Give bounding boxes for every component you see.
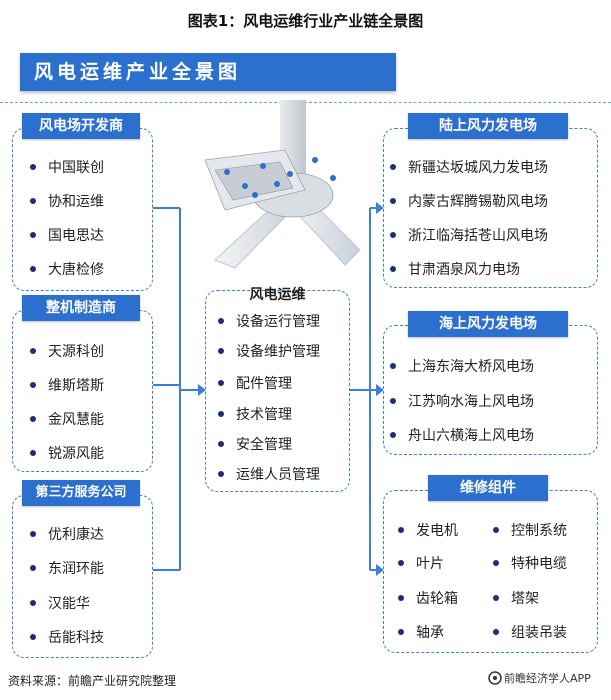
bullet-dot <box>390 398 396 404</box>
list-item: 安全管理 <box>218 434 292 454</box>
watermark-icon <box>488 671 502 685</box>
right-group-onshore <box>383 128 598 288</box>
bullet-dot <box>30 348 36 354</box>
list-item: 设备运行管理 <box>218 311 320 331</box>
list-item: 甘肃酒泉风力电场 <box>390 259 520 279</box>
bullet-dot <box>30 450 36 456</box>
bullet-dot <box>390 432 396 438</box>
list-item: 天源科创 <box>30 341 104 361</box>
bullet-dot <box>218 380 224 386</box>
bullet-dot <box>398 560 404 566</box>
list-item: 浙江临海括苍山风电场 <box>390 225 548 245</box>
left-group-developers <box>12 128 153 291</box>
list-item: 控制系统 <box>493 520 567 540</box>
bullet-dot <box>390 363 396 369</box>
left-group-third-party <box>12 495 153 658</box>
list-item: 发电机 <box>398 520 458 540</box>
list-item: 内蒙古辉腾锡勒风电场 <box>390 191 548 211</box>
bullet-dot <box>30 531 36 537</box>
list-item: 维斯塔斯 <box>30 375 104 395</box>
bullet-dot <box>493 527 499 533</box>
bullet-dot <box>30 198 36 204</box>
bullet-dot <box>218 348 224 354</box>
left-group-1-header: 风电场开发商 <box>22 113 140 139</box>
bullet-dot <box>398 595 404 601</box>
wind-turbine-illustration <box>204 100 361 269</box>
arrowhead-right-3 <box>376 564 384 576</box>
list-item: 技术管理 <box>218 404 292 424</box>
list-item: 上海东海大桥风电场 <box>390 356 534 376</box>
bullet-dot <box>398 629 404 635</box>
left-group-3-header: 第三方服务公司 <box>22 480 140 506</box>
list-item: 齿轮箱 <box>398 588 458 608</box>
right-group-offshore <box>383 325 598 455</box>
list-item: 中国联创 <box>30 157 104 177</box>
bullet-dot <box>493 629 499 635</box>
source-note: 资料来源：前瞻产业研究院整理 <box>8 674 177 688</box>
bullet-dot <box>390 266 396 272</box>
bullet-dot <box>30 382 36 388</box>
list-item: 东润环能 <box>30 558 104 578</box>
bullet-dot <box>30 232 36 238</box>
watermark-logo: 前瞻经济学人APP <box>488 670 591 686</box>
list-item: 大唐检修 <box>30 259 104 279</box>
left-group-manufacturers <box>12 310 153 472</box>
bullet-dot <box>390 232 396 238</box>
center-title: 风电运维 <box>249 287 306 303</box>
list-item: 舟山六横海上风电场 <box>390 425 534 445</box>
list-item: 轴承 <box>398 622 444 642</box>
bullet-dot <box>30 164 36 170</box>
banner-title: 风电运维产业全景图 <box>20 53 396 91</box>
arrowhead-center <box>198 384 206 396</box>
list-item: 江苏响水海上风电场 <box>390 391 534 411</box>
bullet-dot <box>30 266 36 272</box>
bullet-dot <box>390 198 396 204</box>
list-item: 优利康达 <box>30 524 104 544</box>
bullet-dot <box>398 527 404 533</box>
bullet-dot <box>30 565 36 571</box>
bullet-dot <box>30 600 36 606</box>
watermark-text: 前瞻经济学人APP <box>504 672 591 685</box>
bullet-dot <box>218 441 224 447</box>
arrowhead-right-1 <box>376 202 384 214</box>
right-group-3-header: 维修组件 <box>428 475 548 501</box>
bullet-dot <box>30 634 36 640</box>
list-item: 配件管理 <box>218 373 292 393</box>
bullet-dot <box>493 595 499 601</box>
bullet-dot <box>30 416 36 422</box>
list-item: 运维人员管理 <box>218 464 320 484</box>
right-group-1-header: 陆上风力发电场 <box>408 113 568 139</box>
list-item: 锐源风能 <box>30 443 104 463</box>
list-item: 协和运维 <box>30 191 104 211</box>
figure-title: 图表1：风电运维行业产业链全景图 <box>187 12 424 30</box>
right-group-components <box>383 490 598 653</box>
list-item: 新疆达坂城风力发电场 <box>390 157 548 177</box>
list-item: 汉能华 <box>30 593 90 613</box>
list-item: 塔架 <box>493 588 539 608</box>
list-item: 金风慧能 <box>30 409 104 429</box>
left-group-2-header: 整机制造商 <box>22 295 140 321</box>
bullet-dot <box>218 411 224 417</box>
list-item: 组装吊装 <box>493 622 567 642</box>
center-group-operations <box>205 290 350 492</box>
list-item: 岳能科技 <box>30 627 104 647</box>
bullet-dot <box>218 318 224 324</box>
list-item: 设备维护管理 <box>218 341 320 361</box>
list-item: 特种电缆 <box>493 553 567 573</box>
bullet-dot <box>390 164 396 170</box>
bullet-dot <box>218 471 224 477</box>
bullet-dot <box>493 560 499 566</box>
right-group-2-header: 海上风力发电场 <box>408 311 568 337</box>
list-item: 国电思达 <box>30 225 104 245</box>
arrowhead-right-2 <box>376 384 384 396</box>
list-item: 叶片 <box>398 553 444 573</box>
